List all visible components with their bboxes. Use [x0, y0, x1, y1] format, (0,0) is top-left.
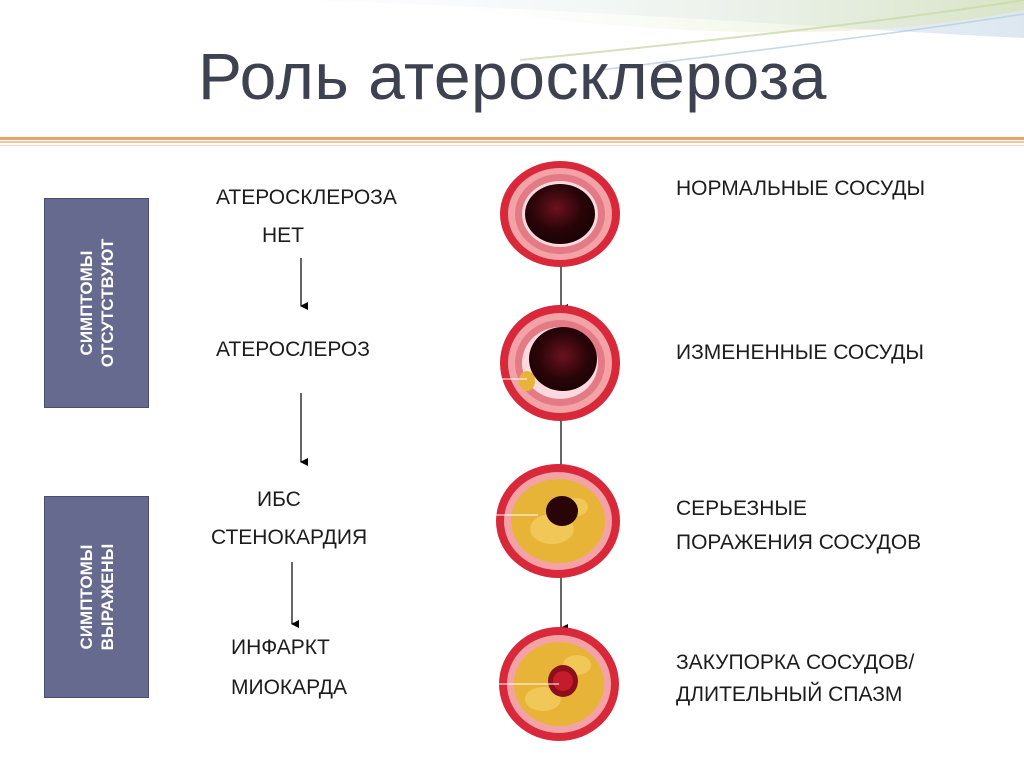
stage-infarction-line2: МИОКАРДА — [231, 676, 347, 699]
caption-occlusion-line2: ДЛИТЕЛЬНЫЙ СПАЗМ — [676, 683, 903, 706]
title-divider-2 — [0, 141, 1024, 143]
stage-no-atherosclerosis-line1: АТЕРОСКЛЕРОЗА — [216, 186, 397, 209]
page-title: Роль атеросклероза — [198, 39, 827, 113]
stage-atherosclerosis: АТЕРОСЛЕРОЗ — [216, 338, 370, 361]
vessel-altered-image — [500, 305, 620, 421]
caption-occlusion-line1: ЗАКУПОРКА СОСУДОВ/ — [676, 651, 915, 674]
header-swoosh-decoration — [0, 0, 1024, 71]
caption-serious-lesions-line2: ПОРАЖЕНИЯ СОСУДОВ — [676, 531, 922, 554]
caption-normal-vessels: НОРМАЛЬНЫЕ СОСУДЫ — [676, 177, 926, 200]
vessel-normal-image — [500, 161, 620, 267]
title-divider — [0, 137, 1024, 140]
symptoms-absent-box: СИМПТОМЫ ОТСУТСТВУЮТ — [44, 198, 149, 408]
stage-angina-line2: СТЕНОКАРДИЯ — [211, 526, 368, 549]
caption-serious-lesions-line1: СЕРЬЕЗНЫЕ — [676, 497, 807, 520]
vessel-occlusion-image — [499, 627, 619, 741]
symptoms-present-box: СИМПТОМЫ ВЫРАЖЕНЫ — [44, 496, 149, 698]
stage-infarction-line1: ИНФАРКТ — [231, 636, 330, 659]
stage-ihd-line1: ИБС — [257, 488, 301, 511]
title-divider-3 — [0, 145, 1024, 146]
caption-altered-vessels: ИЗМЕНЕННЫЕ СОСУДЫ — [676, 341, 924, 364]
vessel-serious-lesion-image — [496, 464, 620, 578]
stage-no-atherosclerosis-line2: НЕТ — [262, 224, 304, 247]
